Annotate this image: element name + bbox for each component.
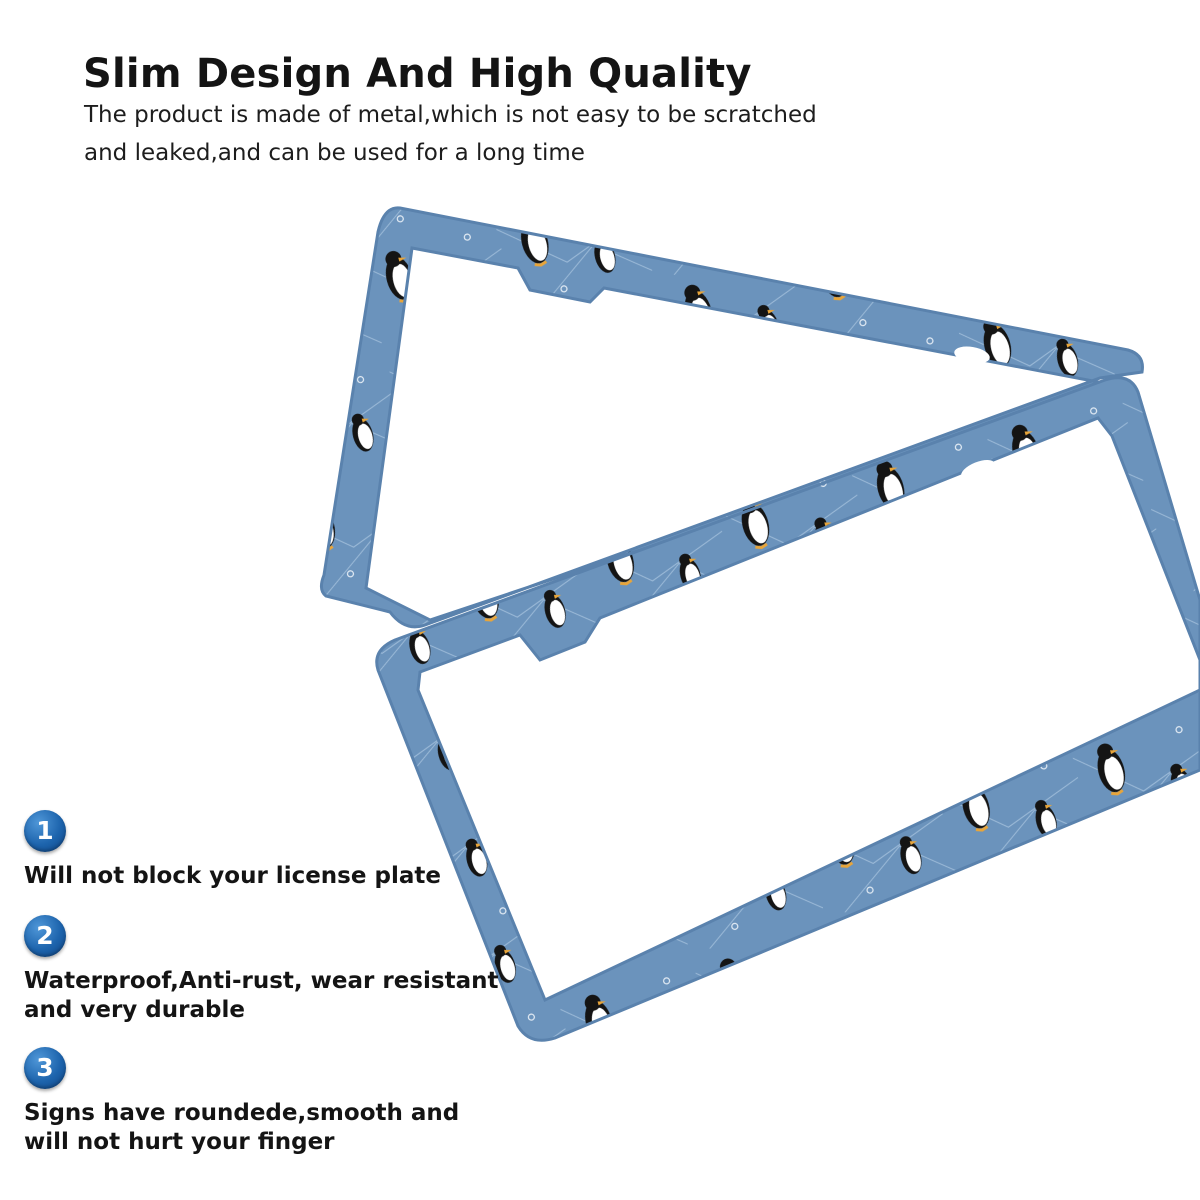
headline: Slim Design And High Quality bbox=[83, 51, 752, 97]
feature-2: 2 Waterproof,Anti-rust, wear resistant a… bbox=[24, 915, 504, 1025]
feature-text: Will not block your license plate bbox=[24, 863, 441, 889]
feature-3: 3 Signs have roundede,smooth and will no… bbox=[24, 1047, 504, 1157]
feature-text: Waterproof,Anti-rust, wear resistant and… bbox=[24, 968, 499, 1023]
feature-1: 1 Will not block your license plate bbox=[24, 810, 504, 891]
back-frame bbox=[319, 206, 1144, 629]
front-frame bbox=[375, 346, 1200, 1042]
subline: The product is made of metal,which is no… bbox=[84, 102, 817, 166]
feature-text: Signs have roundede,smooth and will not … bbox=[24, 1100, 460, 1155]
number-badge-icon: 2 bbox=[24, 915, 66, 957]
number-badge-icon: 3 bbox=[24, 1047, 66, 1089]
number-badge-icon: 1 bbox=[24, 810, 66, 852]
